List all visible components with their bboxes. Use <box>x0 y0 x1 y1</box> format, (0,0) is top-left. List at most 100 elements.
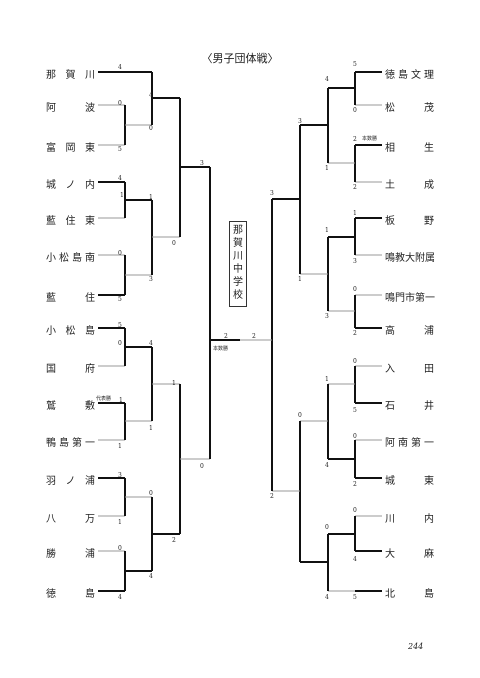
score-label: 5 <box>353 61 357 68</box>
score-label: 2 <box>224 333 228 340</box>
score-label: 3 <box>149 276 153 283</box>
score-label: 0 <box>118 100 122 107</box>
score-label: 1 <box>298 276 302 283</box>
left-team-name: 国 府 <box>46 364 96 375</box>
right-team-name: 阿南第一 <box>385 438 435 449</box>
left-team-name: 鷲 敷 <box>46 401 96 412</box>
score-label: 2 <box>353 184 357 191</box>
score-label: 1 <box>325 165 329 172</box>
score-label: 2 <box>252 333 256 340</box>
win-note: 本数勝 <box>213 346 229 352</box>
score-label: 2 <box>353 330 357 337</box>
champion-char: 校 <box>233 290 243 301</box>
right-team-name: 松 茂 <box>385 103 435 114</box>
score-label: 1 <box>119 397 123 404</box>
score-label: 1 <box>325 227 329 234</box>
score-label: 1 <box>325 376 329 383</box>
score-label: 4 <box>149 92 153 99</box>
right-team-name: 城 東 <box>385 476 435 487</box>
score-label: 2 <box>172 537 176 544</box>
score-label: 0 <box>118 250 122 257</box>
score-label: 0 <box>353 107 357 114</box>
left-team-name: 八 万 <box>46 514 96 525</box>
right-team-name: 高 浦 <box>385 326 435 337</box>
score-label: 2 <box>270 493 274 500</box>
win-note: 本数勝 <box>362 136 378 142</box>
score-label: 1 <box>172 380 176 387</box>
score-label: 2 <box>353 481 357 488</box>
score-label: 1 <box>118 519 122 526</box>
score-label: 3 <box>325 313 329 320</box>
score-label: 4 <box>353 556 357 563</box>
right-team-name: 板 野 <box>385 216 435 227</box>
champion-char: 学 <box>233 277 243 288</box>
score-label: 0 <box>149 490 153 497</box>
score-label: 0 <box>325 524 329 531</box>
right-team-name: 鳴教大附属 <box>385 253 435 264</box>
left-team-name: 富 岡 東 <box>46 143 96 154</box>
right-team-name: 徳島文理 <box>385 70 435 81</box>
score-label: 0 <box>353 433 357 440</box>
score-label: 0 <box>118 545 122 552</box>
left-team-name: 阿 波 <box>46 103 96 114</box>
left-team-name: 小松島南 <box>46 253 96 264</box>
bracket-title: 〈男子団体戦〉 <box>201 52 279 65</box>
score-label: 1 <box>120 192 124 199</box>
score-label: 1 <box>149 194 153 201</box>
score-label: 0 <box>149 125 153 132</box>
right-team-name: 相 生 <box>385 143 435 154</box>
left-team-name: 勝 浦 <box>46 549 96 560</box>
champion-box: 那賀川中学校 <box>229 221 247 307</box>
right-team-name: 北 島 <box>385 589 435 600</box>
left-team-name: 小 松 島 <box>46 326 96 337</box>
score-label: 3 <box>200 160 204 167</box>
score-label: 3 <box>118 472 122 479</box>
score-label: 0 <box>298 412 302 419</box>
score-label: 0 <box>353 286 357 293</box>
champion-char: 川 <box>233 251 243 262</box>
score-label: 1 <box>149 425 153 432</box>
left-team-name: 城 ノ 内 <box>46 180 96 191</box>
score-label: 4 <box>118 64 122 71</box>
score-label: 1 <box>118 443 122 450</box>
left-team-name: 徳 島 <box>46 589 96 600</box>
left-team-name: 藍 住 東 <box>46 216 96 227</box>
score-label: 0 <box>200 463 204 470</box>
score-label: 3 <box>298 118 302 125</box>
champion-char: 中 <box>233 264 243 275</box>
right-team-name: 大 麻 <box>385 549 435 560</box>
champion-char: 那 <box>233 225 243 236</box>
left-team-name: 鴨島第一 <box>46 438 96 449</box>
score-label: 5 <box>118 322 122 329</box>
score-label: 3 <box>353 258 357 265</box>
right-team-name: 石 井 <box>385 401 435 412</box>
score-label: 0 <box>118 340 122 347</box>
score-label: 2 <box>353 136 357 143</box>
score-label: 4 <box>325 76 329 83</box>
score-label: 0 <box>172 240 176 247</box>
win-note: 代表勝 <box>96 396 112 402</box>
right-team-name: 入 田 <box>385 364 435 375</box>
left-team-name: 藍 住 <box>46 293 96 304</box>
champion-char: 賀 <box>233 238 243 249</box>
score-label: 5 <box>353 594 357 601</box>
right-team-name: 土 成 <box>385 180 435 191</box>
left-team-name: 羽 ノ 浦 <box>46 476 96 487</box>
score-label: 5 <box>118 296 122 303</box>
score-label: 0 <box>353 507 357 514</box>
score-label: 0 <box>353 358 357 365</box>
score-label: 4 <box>118 594 122 601</box>
right-team-name: 鳴門市第一 <box>385 293 435 304</box>
champion-name: 那賀川中学校 <box>230 224 246 302</box>
score-label: 4 <box>149 573 153 580</box>
left-team-name: 那 賀 川 <box>46 70 96 81</box>
score-label: 4 <box>325 594 329 601</box>
score-label: 4 <box>118 175 122 182</box>
score-label: 4 <box>325 462 329 469</box>
score-label: 3 <box>270 190 274 197</box>
score-label: 5 <box>353 407 357 414</box>
right-team-name: 川 内 <box>385 514 435 525</box>
page-number: 244 <box>408 642 424 651</box>
